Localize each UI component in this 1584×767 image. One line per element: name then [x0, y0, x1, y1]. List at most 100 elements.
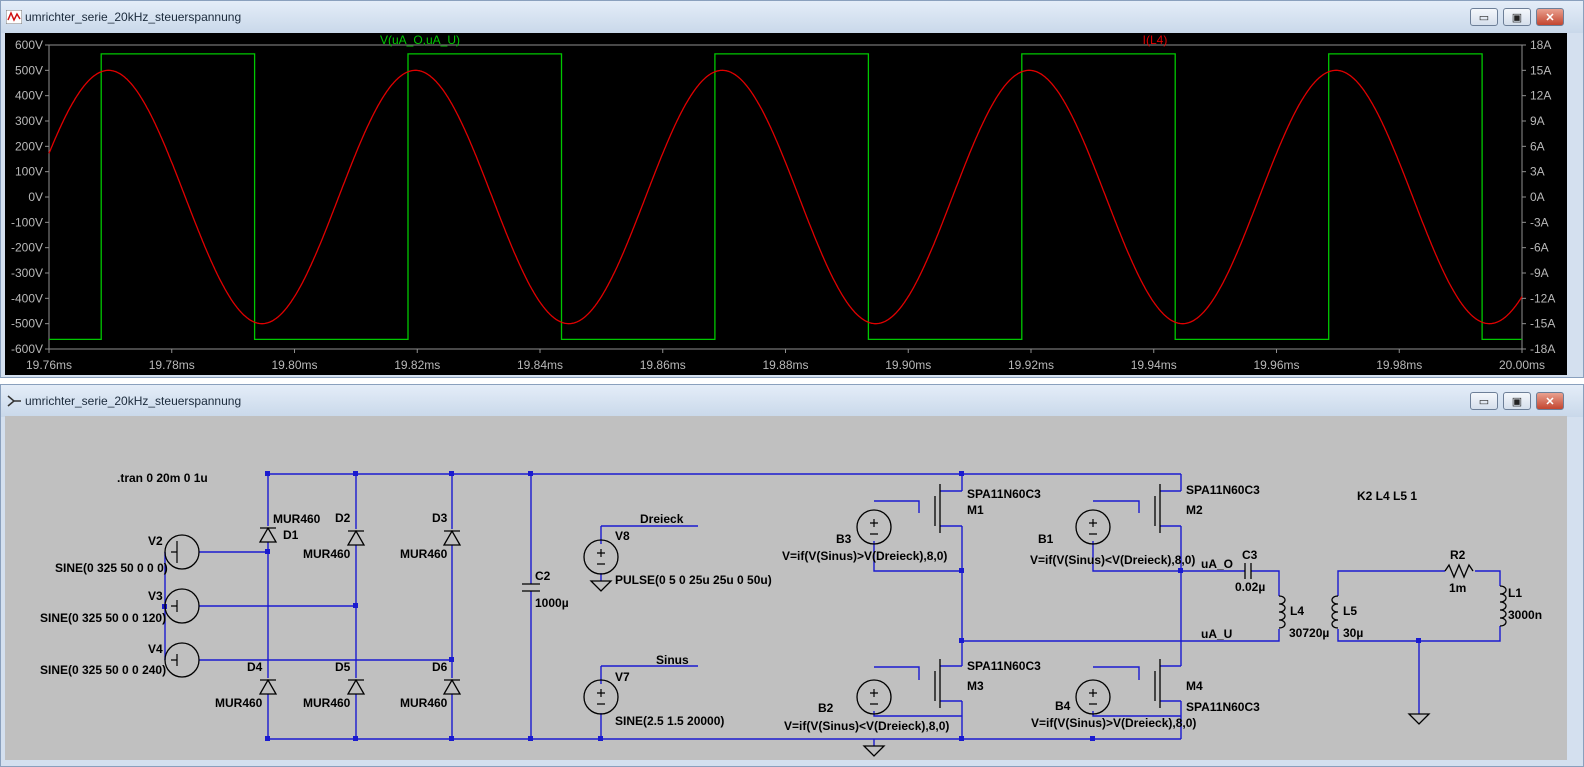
v7-label[interactable]: V7 — [615, 670, 630, 684]
d6-label[interactable]: D6 — [432, 660, 448, 674]
minimize-button[interactable]: ▭ — [1470, 8, 1498, 26]
x-tick-label: 19.88ms — [762, 358, 808, 372]
x-tick-label: 20.00ms — [1499, 358, 1545, 372]
dreieck-net-label[interactable]: Dreieck — [640, 512, 684, 526]
r2-label[interactable]: R2 — [1450, 548, 1466, 562]
schematic-titlebar[interactable]: umrichter_serie_20kHz_steuerspannung ▭ ▣… — [1, 385, 1583, 417]
schematic-canvas[interactable]: .tran 0 20m 0 1u K2 L4 L5 1 V2 SINE(0 32… — [5, 416, 1567, 760]
y-right-tick-label: 0A — [1530, 190, 1545, 204]
y-right-tick-label: 15A — [1530, 63, 1551, 77]
y-right-tick-label: 12A — [1530, 89, 1551, 103]
v3-label[interactable]: V3 — [148, 589, 163, 603]
x-tick-label: 19.76ms — [26, 358, 72, 372]
d4-label[interactable]: D4 — [247, 660, 263, 674]
m3-model[interactable]: SPA11N60C3 — [967, 659, 1041, 673]
b3-expr[interactable]: V=if(V(Sinus)>V(Dreieck),8,0) — [782, 549, 947, 563]
y-right-tick-label: -9A — [1530, 266, 1549, 280]
m4-label[interactable]: M4 — [1186, 679, 1203, 693]
b3-label[interactable]: B3 — [836, 532, 852, 546]
d1-model[interactable]: MUR460 — [273, 512, 321, 526]
x-tick-label: 19.90ms — [885, 358, 931, 372]
c2-label[interactable]: C2 — [535, 569, 551, 583]
y-left-tick-label: -400V — [11, 291, 43, 305]
coupling-directive[interactable]: K2 L4 L5 1 — [1357, 489, 1417, 503]
l4-value[interactable]: 30720µ — [1289, 626, 1329, 640]
y-left-tick-label: 600V — [15, 38, 43, 52]
l1-value[interactable]: 3000n — [1508, 608, 1542, 622]
restore-button[interactable]: ▣ — [1503, 392, 1531, 410]
v8-value[interactable]: PULSE(0 5 0 25u 25u 0 50u) — [615, 573, 772, 587]
l1-label[interactable]: L1 — [1508, 586, 1522, 600]
m2-label[interactable]: M2 — [1186, 503, 1203, 517]
d1-label[interactable]: D1 — [283, 528, 299, 542]
x-tick-label: 19.80ms — [271, 358, 317, 372]
v2-label[interactable]: V2 — [148, 534, 163, 548]
m3-label[interactable]: M3 — [967, 679, 984, 693]
restore-icon: ▣ — [1511, 395, 1523, 408]
schematic-window: umrichter_serie_20kHz_steuerspannung ▭ ▣… — [0, 384, 1584, 767]
d5-model[interactable]: MUR460 — [303, 696, 351, 710]
minimize-button[interactable]: ▭ — [1470, 392, 1498, 410]
b4-label[interactable]: B4 — [1055, 699, 1071, 713]
close-button[interactable]: ✕ — [1536, 8, 1564, 26]
m1-model[interactable]: SPA11N60C3 — [967, 487, 1041, 501]
series-line[interactable] — [49, 53, 1522, 341]
c3-value[interactable]: 0.02µ — [1235, 580, 1265, 594]
y-left-tick-label: 300V — [15, 114, 43, 128]
r2-value[interactable]: 1m — [1449, 581, 1466, 595]
b2-expr[interactable]: V=if(V(Sinus)<V(Dreieck),8,0) — [784, 719, 949, 733]
y-right-tick-label: 18A — [1530, 38, 1551, 52]
close-icon: ✕ — [1545, 395, 1555, 408]
v3-value[interactable]: SINE(0 325 50 0 0 120) — [40, 611, 166, 625]
minimize-icon: ▭ — [1478, 11, 1490, 24]
series-line[interactable] — [48, 69, 1523, 325]
y-right-tick-label: -12A — [1530, 291, 1555, 305]
m1-label[interactable]: M1 — [967, 503, 984, 517]
d6-model[interactable]: MUR460 — [400, 696, 448, 710]
v8-label[interactable]: V8 — [615, 529, 630, 543]
v2-value[interactable]: SINE(0 325 50 0 0 0) — [55, 561, 168, 575]
y-left-tick-label: -600V — [11, 342, 43, 356]
c2-value[interactable]: 1000µ — [535, 596, 569, 610]
l5-value[interactable]: 30µ — [1343, 626, 1363, 640]
y-right-tick-label: -6A — [1530, 241, 1549, 255]
waveform-chart[interactable]: 600V500V400V300V200V100V0V-100V-200V-300… — [5, 33, 1567, 375]
d5-label[interactable]: D5 — [335, 660, 351, 674]
m4-model[interactable]: SPA11N60C3 — [1186, 700, 1260, 714]
y-left-tick-label: -500V — [11, 317, 43, 331]
x-tick-label: 19.94ms — [1131, 358, 1177, 372]
schematic-app-icon — [7, 395, 21, 407]
v4-label[interactable]: V4 — [148, 642, 163, 656]
l4-label[interactable]: L4 — [1290, 604, 1304, 618]
tran-directive[interactable]: .tran 0 20m 0 1u — [117, 471, 208, 485]
close-button[interactable]: ✕ — [1536, 392, 1564, 410]
b1-label[interactable]: B1 — [1038, 532, 1054, 546]
close-icon: ✕ — [1545, 11, 1555, 24]
b1-expr[interactable]: V=if(V(Sinus)<V(Dreieck),8,0) — [1030, 553, 1195, 567]
x-tick-label: 19.92ms — [1008, 358, 1054, 372]
restore-button[interactable]: ▣ — [1503, 8, 1531, 26]
ua-o-net-label[interactable]: uA_O — [1201, 557, 1233, 571]
schematic-drawing[interactable]: .tran 0 20m 0 1u K2 L4 L5 1 V2 SINE(0 32… — [5, 416, 1567, 760]
d4-model[interactable]: MUR460 — [215, 696, 263, 710]
v7-value[interactable]: SINE(2.5 1.5 20000) — [615, 714, 724, 728]
d3-label[interactable]: D3 — [432, 511, 448, 525]
b2-label[interactable]: B2 — [818, 701, 834, 715]
d2-label[interactable]: D2 — [335, 511, 351, 525]
sinus-net-label[interactable]: Sinus — [656, 653, 689, 667]
ua-u-net-label[interactable]: uA_U — [1201, 627, 1232, 641]
x-tick-label: 19.84ms — [517, 358, 563, 372]
m2-model[interactable]: SPA11N60C3 — [1186, 483, 1260, 497]
l5-label[interactable]: L5 — [1343, 604, 1357, 618]
b4-expr[interactable]: V=if(V(Sinus)>V(Dreieck),8,0) — [1031, 716, 1196, 730]
plot-titlebar[interactable]: umrichter_serie_20kHz_steuerspannung ▭ ▣… — [1, 1, 1583, 33]
c3-label[interactable]: C3 — [1242, 548, 1258, 562]
d3-model[interactable]: MUR460 — [400, 547, 448, 561]
d2-model[interactable]: MUR460 — [303, 547, 351, 561]
series-legend-label: I(L4) — [1143, 33, 1168, 47]
v4-value[interactable]: SINE(0 325 50 0 0 240) — [40, 663, 166, 677]
y-left-tick-label: 400V — [15, 89, 43, 103]
y-left-tick-label: 500V — [15, 63, 43, 77]
x-tick-label: 19.86ms — [640, 358, 686, 372]
